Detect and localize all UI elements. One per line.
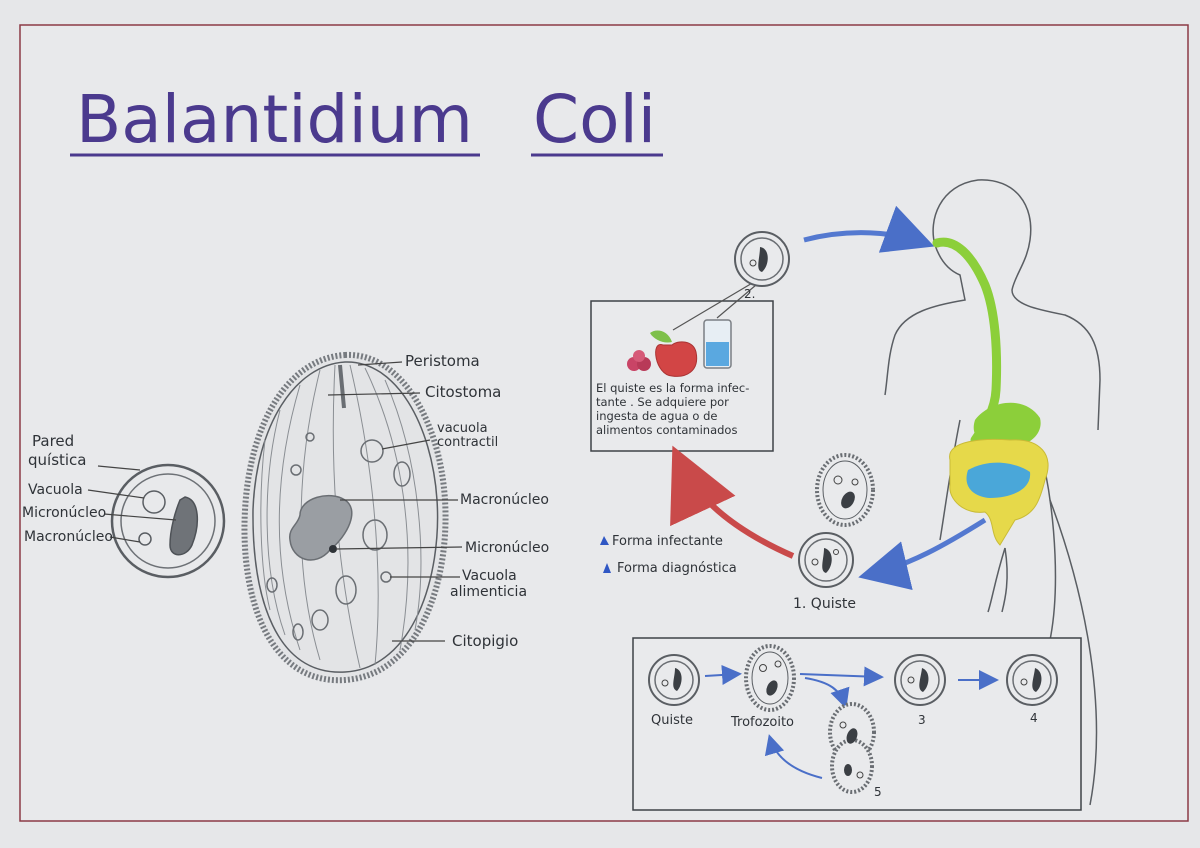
cycle-stage-3	[894, 654, 946, 706]
arrow-infection	[670, 445, 795, 559]
legend: Forma infectante Forma diagnóstica	[600, 534, 737, 576]
digestive-tract	[932, 237, 1049, 546]
cycle-label-quiste: Quiste	[651, 713, 693, 728]
cycle-trophozoite	[744, 644, 796, 712]
cycle-label-5: 5	[874, 785, 882, 799]
legend-marker-infectante	[600, 536, 609, 545]
label-vacuola: Vacuola	[28, 482, 83, 498]
label-macronucleo-troph: Macronúcleo	[460, 492, 549, 508]
label-macronucleo-cyst: Macronúcleo	[24, 529, 113, 545]
cyst-stage-2	[734, 231, 790, 287]
cycle-label-3: 3	[918, 713, 926, 727]
cycle-arrow-2	[799, 666, 884, 687]
cycle-cyst	[648, 654, 700, 706]
cycle-stage-4	[1006, 654, 1058, 706]
trophozoite-small-top	[815, 453, 875, 527]
title-word-1: Balantidium	[76, 81, 473, 158]
legend-label-diagnostica: Forma diagnóstica	[617, 561, 737, 576]
cycle-box	[632, 637, 1082, 811]
label-micronucleo-troph: Micronúcleo	[465, 540, 549, 556]
label-citopigio: Citopigio	[452, 632, 518, 650]
trophozoite-diagram	[241, 351, 463, 684]
legend-label-infectante: Forma infectante	[612, 534, 723, 549]
cycle-stage-5	[828, 702, 876, 794]
human-figure	[884, 179, 1101, 806]
title-word-2: Coli	[533, 81, 656, 158]
label-citostoma: Citostoma	[425, 383, 501, 401]
cycle-label-4: 4	[1030, 711, 1038, 725]
legend-marker-diagnostica	[603, 563, 611, 573]
cycle-label-trofozoito: Trofozoito	[730, 715, 794, 730]
arrow-ingestion	[803, 205, 935, 253]
label-cyst-1: 1. Quiste	[793, 596, 856, 612]
cycle-arrow-back	[764, 734, 823, 779]
cyst-diagram	[87, 463, 226, 579]
label-peristoma: Peristoma	[405, 352, 480, 370]
label-step-2: 2.	[744, 287, 755, 301]
infection-text: El quiste es la forma infec- tante . Se …	[596, 381, 753, 437]
cycle-arrow-1	[704, 664, 742, 685]
cyst-stage-1	[798, 532, 854, 588]
label-micronucleo-cyst: Micronúcleo	[22, 505, 106, 521]
cycle-arrow-to-5	[804, 677, 850, 709]
arrow-excretion	[858, 517, 987, 591]
infection-box	[590, 281, 774, 452]
